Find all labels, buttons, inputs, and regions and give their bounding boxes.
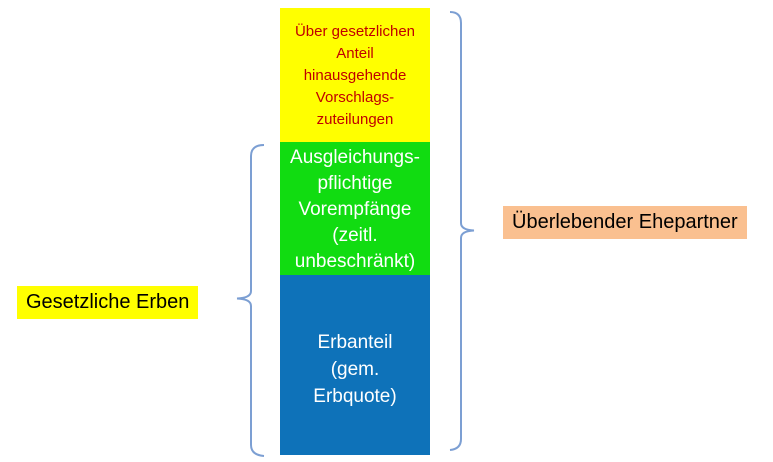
right-brace: [449, 11, 475, 451]
block-vorempfaenge-label: Ausgleichungs- pflichtige Vorempfänge (z…: [290, 147, 420, 272]
block-erbanteil: Erbanteil (gem. Erbquote): [280, 275, 430, 455]
block-vorschlagszuteilungen-label: Über gesetzlichen Anteil hinausgehende V…: [294, 23, 416, 128]
left-brace-path: [236, 144, 265, 457]
label-gesetzliche-erben: Gesetzliche Erben: [17, 286, 199, 319]
stacked-column: Über gesetzlichen Anteil hinausgehende V…: [280, 8, 430, 455]
label-ueberlebender-ehepartner: Überlebender Ehepartner: [503, 206, 747, 239]
block-vorschlagszuteilungen: Über gesetzlichen Anteil hinausgehende V…: [280, 8, 430, 142]
right-brace-path: [449, 11, 475, 451]
left-brace: [236, 144, 265, 457]
block-erbanteil-label: Erbanteil (gem. Erbquote): [313, 331, 397, 407]
block-vorempfaenge: Ausgleichungs- pflichtige Vorempfänge (z…: [280, 142, 430, 275]
